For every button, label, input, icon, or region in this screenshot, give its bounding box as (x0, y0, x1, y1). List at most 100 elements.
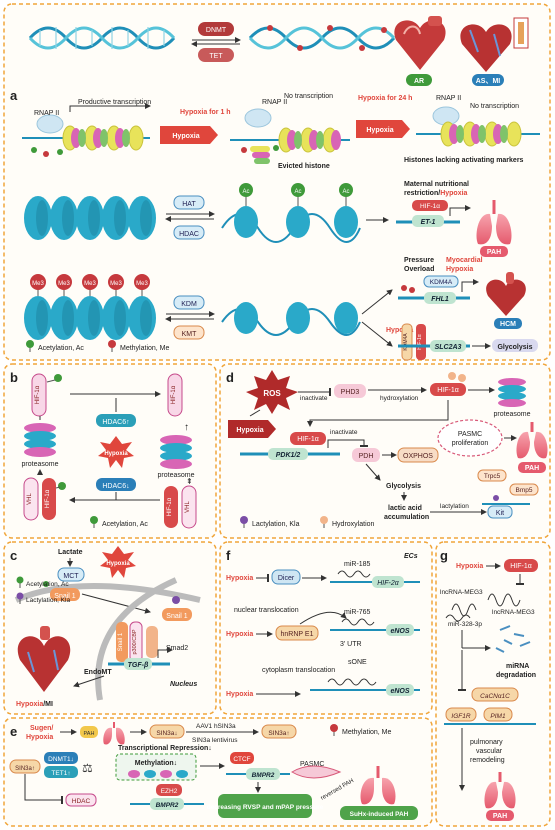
lungs-icon-e2 (360, 766, 396, 805)
hypoxia-b-star (98, 436, 134, 468)
pim1-badge (483, 707, 513, 722)
meg3-right: lncRNA-MEG3 (492, 609, 535, 616)
rnap-mid: RNAP II (262, 99, 287, 106)
myocardial-line1: Myocardial (446, 257, 483, 264)
ac-tag-1: Ac (242, 189, 249, 195)
snail-left-badge (50, 588, 80, 601)
chromatin-open-2 (221, 302, 361, 336)
legend-lactyl-c: Lactylation, Kla (26, 597, 70, 604)
fhl1-label: FHL1 (431, 296, 449, 303)
pdk-badge (268, 448, 308, 460)
decreasing-label: decreasing RVSP and mPAP pressure (207, 804, 324, 811)
lactyl-legend-c-icon (16, 592, 24, 604)
endomt-label: EndoMT (84, 669, 112, 676)
ctcf-label: CTCF (233, 756, 250, 763)
cross-b: ⇞ (186, 477, 193, 486)
hypoxia-f-1: Hypoxia (226, 575, 253, 582)
me3-tag-5: Me3 (136, 281, 148, 287)
pdh-badge (352, 448, 380, 462)
bmpr2-left-label: BMPR2 (156, 802, 179, 809)
pah-badge-e (80, 726, 98, 738)
mirna-line1: miRNA (506, 663, 529, 670)
pulm-line1: pulmonary (470, 739, 503, 746)
kdm-label: KDM (181, 301, 197, 308)
ar-badge (406, 74, 432, 86)
me3-tag-1: Me3 (32, 281, 44, 287)
pim1-label: PIM1 (490, 713, 506, 720)
maternal-hypoxia: Hypoxia (440, 190, 467, 197)
cacna-badge (471, 687, 519, 702)
fhl1-badge (424, 292, 456, 304)
bmpr2-right-label: BMPR2 (252, 772, 275, 779)
mct-badge (57, 567, 85, 582)
productive-label: Productive transcription (78, 99, 151, 106)
panel-f-label: f (226, 548, 231, 563)
et1-badge (412, 215, 444, 227)
lactic-line2: accumulation (384, 514, 429, 521)
acetyl-legend-icon (26, 340, 34, 352)
enos-label-2: eNOS (390, 688, 409, 695)
panel-e-label: e (10, 724, 17, 739)
snail-right-badge (162, 608, 192, 621)
dna-methylated-icon (248, 25, 396, 51)
methylation-nucleosomes (128, 770, 188, 778)
nuclear-label: nuclear translocation (234, 607, 299, 614)
inactivate-d-top: inactivate (300, 395, 328, 402)
snail-left-label: Snail 1 (54, 593, 76, 600)
lactic-line1: lactic acid (388, 505, 422, 512)
legend-methyl-a: Methylation, Me (120, 345, 170, 352)
hypoxia-c-star (100, 546, 136, 578)
dnmt1-badge (44, 752, 78, 764)
proteasome-d-label: proteasome (494, 411, 531, 418)
hif-b-right-bottom-label: HIF-1α (167, 497, 173, 516)
hypoxia-b-label: Hypoxia (104, 451, 128, 457)
nucleosome-row-1 (22, 114, 150, 157)
hypoxia-badge-1 (160, 126, 218, 144)
pressure-line1: Pressure (404, 257, 434, 264)
as-mi-badge (472, 74, 504, 86)
heart-as-mi-icon (460, 17, 529, 72)
nucleosome-row-3 (416, 106, 540, 147)
hif-top-badge (412, 200, 448, 211)
snail-v-badge (116, 622, 128, 662)
lactate-label: Lactate (58, 549, 83, 556)
pulm-line3: remodeling (470, 757, 505, 764)
glycolysis-label-a: Glycolysis (497, 344, 532, 351)
pah-label-e: PAH (84, 731, 95, 737)
pasmc-line1: PASMC (458, 431, 482, 438)
glycolysis-badge-a (492, 339, 538, 352)
maternal-restriction: restriction/ (404, 190, 440, 197)
hif-d-top-label: HIF-1α (437, 387, 459, 394)
hif2a-badge (372, 576, 404, 588)
hdac-badge (173, 225, 205, 240)
hat-label: HAT (182, 201, 196, 208)
hypoxia-mi-label: Hypoxia/MI (16, 701, 53, 708)
hat-badge (173, 195, 205, 210)
as-mi-label: AS、MI (476, 78, 501, 85)
hcm-badge (494, 318, 522, 329)
ctcf-badge (230, 752, 254, 764)
sone-label: sONE (348, 659, 367, 666)
igf1r-label: IGF1R (451, 713, 470, 720)
hypoxia-badge-1-label: Hypoxia (172, 133, 199, 140)
hdac6-down-label: HDAC6↓ (102, 483, 129, 490)
lactylation-d: lactylation (440, 503, 469, 510)
hypoxia-c-label: Hypoxia (106, 561, 130, 567)
chromatin-compact-1 (24, 196, 156, 240)
lungs-icon-a1 (476, 200, 512, 245)
up-arrow-b: ↑ (184, 422, 189, 433)
dna-left-icon (28, 26, 176, 50)
tgfb-badge (124, 658, 152, 670)
panel-d-label: d (226, 370, 234, 385)
panel-g-border (435, 541, 551, 827)
hypoxia-badge-2-label: Hypoxia (366, 127, 393, 134)
panel-c-label: c (10, 548, 17, 563)
hnrnp-label: hnRNP E1 (281, 631, 314, 638)
hif-b-left-top (31, 373, 47, 417)
phd3-label: PHD3 (341, 389, 360, 396)
legend-acetyl-b: Acetylation, Ac (102, 521, 148, 528)
panel-g-label: g (440, 548, 448, 563)
tet1-badge (44, 766, 78, 778)
no-transcription-1: No transcription (284, 93, 333, 100)
